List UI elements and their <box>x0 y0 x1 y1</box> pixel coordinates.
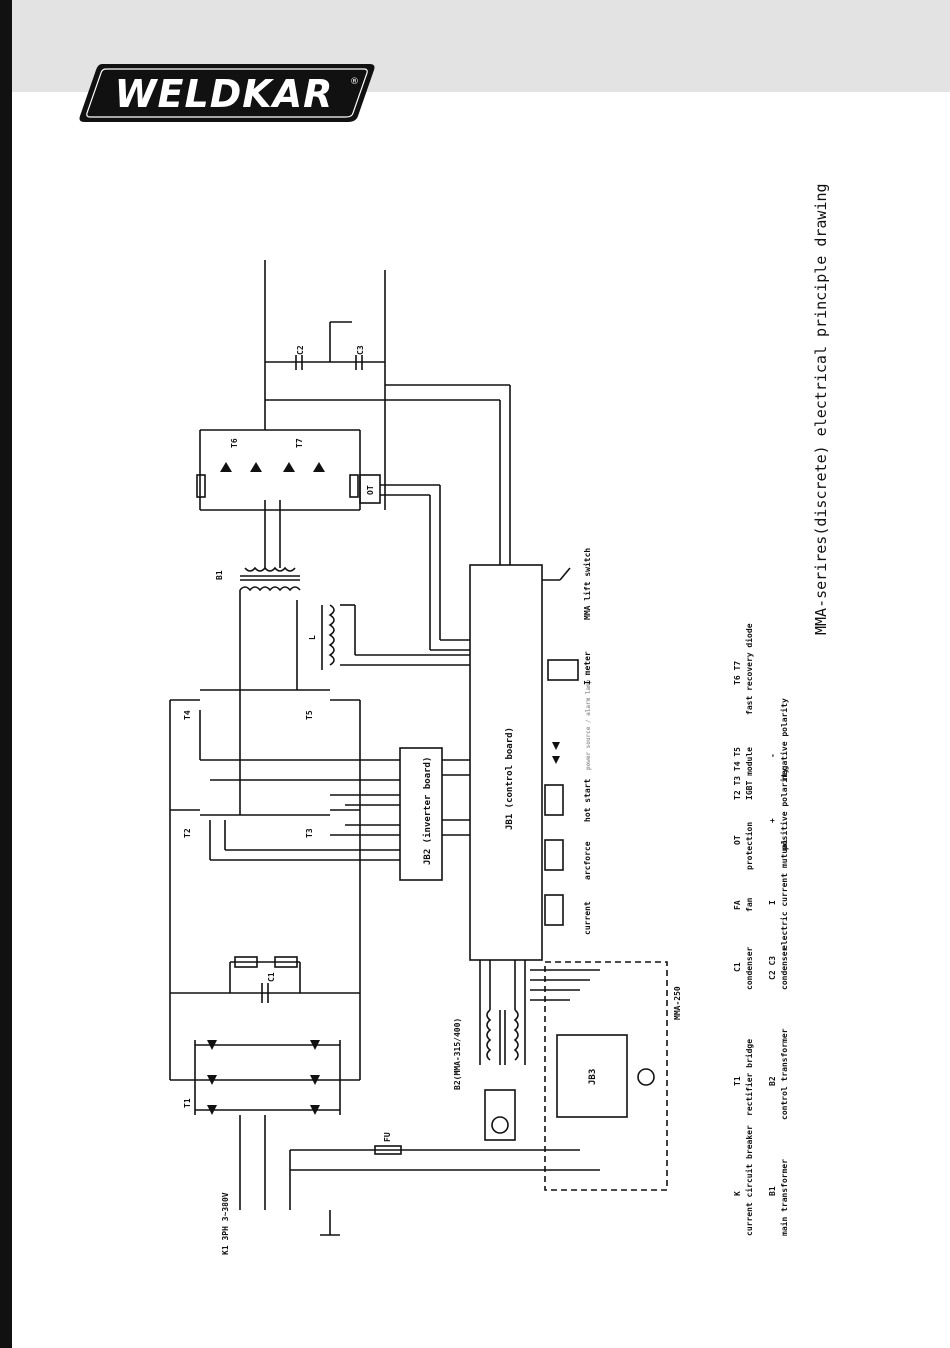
legend-frd-desc: fast recovery diode <box>744 623 754 715</box>
legend-frd-symbol: T6 T7 <box>733 661 742 685</box>
registered-mark: ® <box>350 77 359 87</box>
legend-t1-symbol: T1 <box>733 1076 742 1086</box>
legend-b2-desc: control transformer <box>780 1028 789 1120</box>
t2-label: T2 <box>183 828 192 838</box>
inverter-board-label: JB2 (inverter board) <box>422 757 433 865</box>
legend-k-symbol: K <box>733 1191 742 1196</box>
legend-c1-desc: condenser <box>745 946 754 990</box>
legend-neg-desc: negative polarity <box>779 698 789 780</box>
legend-pos-symbol: + <box>768 818 777 823</box>
t5-label: T5 <box>305 710 314 720</box>
drawing-title: MMA-serires(discrete) electrical princip… <box>812 183 830 635</box>
power-board-label: JB3 <box>588 1069 598 1085</box>
legend-i-symbol: I <box>768 900 777 905</box>
legend-c2c3-desc: condenser <box>780 946 789 990</box>
legend-neg-symbol: - <box>768 753 777 758</box>
legend-ot-symbol: OT <box>733 835 742 845</box>
t4-label: T4 <box>183 710 192 720</box>
legend-igbt-desc: IGBT module <box>745 747 754 800</box>
t3-label: T3 <box>305 828 314 838</box>
t7-label: T7 <box>295 438 304 448</box>
panel-current-label: current <box>583 901 592 935</box>
control-board-label: JB1 (control board) <box>505 727 515 830</box>
legend-pos-desc: positive polarity <box>779 768 789 850</box>
panel-mma-lift-label: MMA lift switch <box>582 548 592 620</box>
panel-arcforce-label: arcforce <box>583 841 592 880</box>
legend-c1-symbol: C1 <box>733 962 742 972</box>
legend-fa-symbol: FA <box>733 900 742 910</box>
legend-igbt-symbol: T2 T3 T4 T5 <box>733 747 742 800</box>
l-label: L <box>308 635 317 640</box>
model-note-label: B2(MMA-315/400) <box>453 1018 462 1090</box>
fu-label: FU <box>383 1132 392 1142</box>
legend-ot-desc: protection <box>744 822 754 870</box>
mma250-label: MMA-250 <box>673 986 682 1020</box>
legend-k-desc: current circuit breaker <box>744 1125 754 1236</box>
legend-c2c3-symbol: C2 C3 <box>768 956 777 980</box>
c2-label: C2 <box>296 345 305 355</box>
legend-b2-symbol: B2 <box>768 1076 777 1086</box>
t6-label: T6 <box>230 438 239 448</box>
weldkar-logo: WELDKAR ® <box>79 64 375 122</box>
logo-text: WELDKAR <box>115 72 334 116</box>
left-edge-bar <box>0 0 12 1348</box>
panel-i-meter-label: I meter <box>583 651 592 685</box>
legend-t1-desc: rectifier bridge <box>744 1039 754 1116</box>
c3-label: C3 <box>356 345 365 355</box>
legend-i-desc: electric current mutual <box>779 839 789 950</box>
legend-fa-desc: fan <box>745 897 754 912</box>
input-label: K1 3PH 3~380V <box>221 1192 230 1255</box>
panel-hot-start-label: hot start <box>583 778 592 822</box>
legend-b1-desc: main transformer <box>779 1159 789 1236</box>
b1-label: B1 <box>215 570 224 580</box>
panel-power-alarm-label: power source / alarm lamp <box>585 679 592 770</box>
legend-b1-symbol: B1 <box>768 1186 777 1196</box>
t1-label: T1 <box>183 1098 192 1108</box>
ot-label: OT <box>366 485 375 495</box>
c1-label: C1 <box>267 972 276 982</box>
